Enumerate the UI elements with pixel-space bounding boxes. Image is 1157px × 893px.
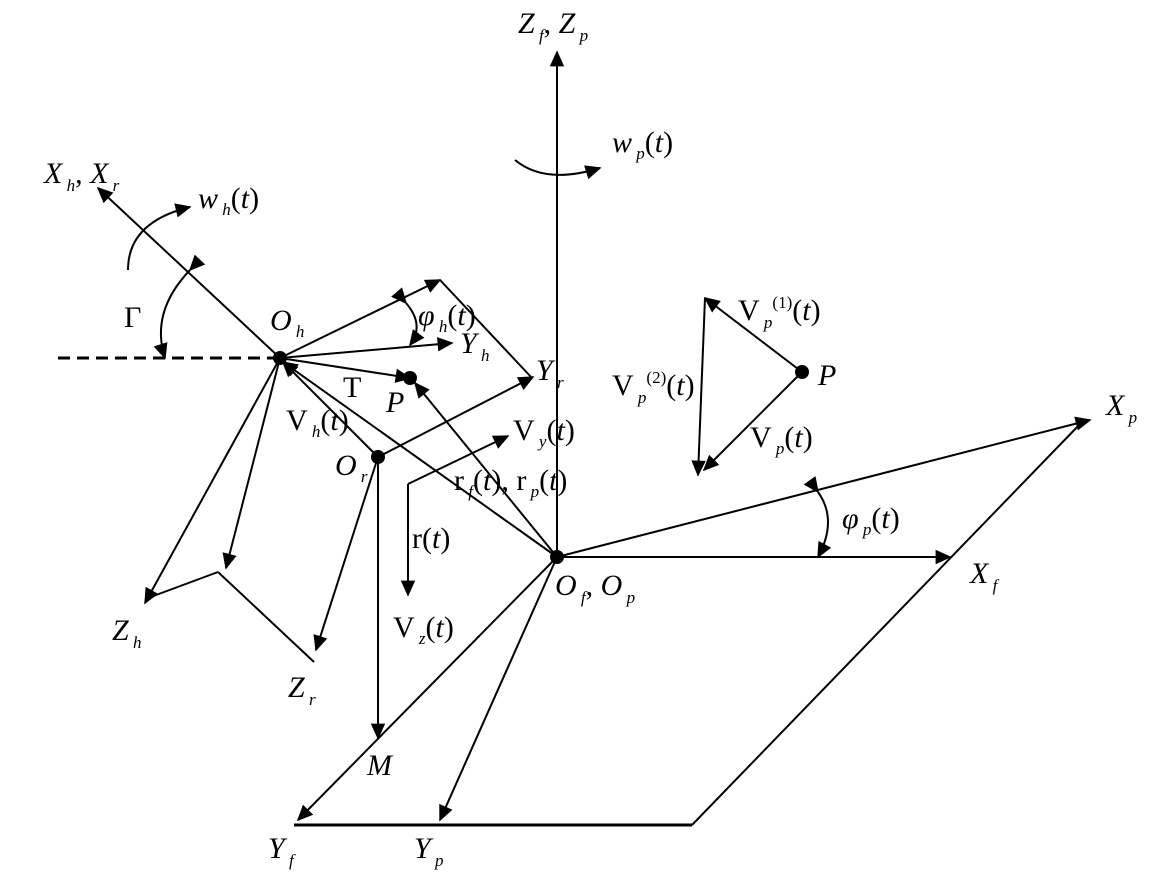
wp-rotation-arc — [514, 159, 602, 180]
label-xf: X f — [969, 557, 1000, 595]
label-yh: Y h — [460, 327, 489, 365]
label-oh: O h — [270, 304, 304, 341]
label-xp: X p — [1105, 389, 1137, 427]
point-oh — [273, 351, 287, 365]
label-p-right: P — [817, 359, 836, 392]
xp-axis — [556, 416, 1092, 558]
vp-vector — [702, 371, 803, 472]
phih-arc — [391, 287, 425, 347]
label-vy: V y(t) — [513, 414, 575, 451]
gamma-arc — [153, 254, 206, 360]
label-m: M — [366, 749, 394, 782]
tau-vector — [279, 357, 412, 383]
label-wp: w p(t) — [612, 126, 673, 163]
label-wh: w h(t) — [198, 182, 259, 219]
wh-rotation-arc — [127, 203, 192, 271]
label-vz: V z(t) — [393, 611, 454, 648]
zbox-edge-2 — [217, 571, 315, 663]
label-of-op: O f, O p — [555, 569, 635, 607]
vh-vector — [281, 360, 379, 458]
point-or — [371, 450, 385, 464]
label-vp2: V p(2)(t) — [612, 368, 695, 407]
box-edge-top — [439, 279, 533, 379]
label-or: O r — [335, 449, 368, 486]
label-xh-xr: X h, X r — [43, 157, 120, 195]
zr-axis — [313, 456, 379, 652]
label-phih: φ h(t) — [418, 299, 476, 336]
vp1-vector — [703, 297, 803, 373]
plane-edge-right — [691, 421, 1083, 826]
rf-vector — [413, 381, 558, 558]
vp2-vector — [691, 297, 706, 477]
yr-axis — [377, 376, 535, 458]
phip-arc — [803, 476, 832, 559]
yp-axis — [439, 556, 558, 822]
point-p-left — [403, 371, 417, 385]
label-rf-rp: r f(t), r p(t) — [454, 464, 567, 501]
label-zr: Z r — [288, 671, 316, 709]
label-r: r(t) — [412, 522, 450, 555]
label-yp: Y p — [414, 832, 443, 870]
vy-vector — [407, 435, 510, 485]
oh-zbox-edge — [222, 357, 281, 570]
label-vh: V h(t) — [286, 404, 349, 441]
label-vp: V p(t) — [750, 421, 813, 458]
point-p-right — [795, 365, 809, 379]
zh-axis — [144, 357, 281, 605]
label-gamma: Γ — [124, 301, 141, 334]
yf-axis — [296, 556, 558, 822]
label-phip: φ p(t) — [842, 502, 900, 539]
of-oh-line — [281, 361, 558, 558]
label-tau: T — [343, 371, 361, 404]
label-vp1: V p(1)(t) — [738, 293, 821, 332]
label-p-left: P — [385, 386, 404, 419]
zbox-edge-1 — [147, 571, 219, 599]
point-of — [550, 550, 564, 564]
label-zh: Z h — [112, 614, 141, 652]
label-zf-zp: Z f, Z p — [518, 7, 588, 45]
label-yr: Y r — [536, 354, 564, 392]
label-yf: Y f — [268, 832, 296, 870]
